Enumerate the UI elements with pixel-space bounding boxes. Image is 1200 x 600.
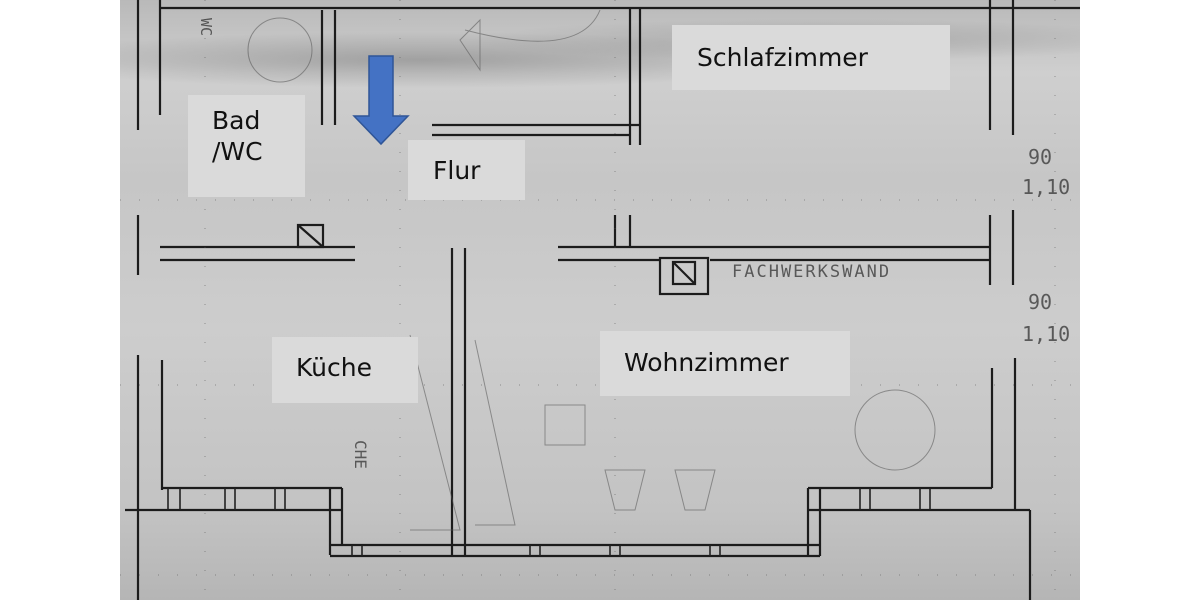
room-label-wohnzimmer-text: Wohnzimmer	[624, 348, 789, 377]
handwritten-dimension-lower: 90	[1028, 290, 1053, 314]
room-label-kueche-text: Küche	[296, 353, 372, 382]
handwritten-dimension-lower-2: 1,10	[1022, 322, 1071, 346]
handwritten-wall-note: FACHWERKSWAND	[732, 262, 892, 282]
handwritten-dimension-upper-2: 1,10	[1022, 175, 1071, 199]
handwritten-kueche-note: CHE	[351, 440, 370, 469]
room-label-schlafzimmer: Schlafzimmer	[672, 25, 950, 90]
room-label-flur: Flur	[408, 140, 525, 200]
handwritten-wc-note: WC	[197, 18, 215, 37]
arrow-down-icon	[352, 55, 410, 146]
room-label-kueche: Küche	[272, 337, 418, 403]
room-label-bad-wc-line1: Bad	[212, 106, 261, 135]
room-label-bad-wc: Bad /WC	[188, 95, 305, 197]
room-label-schlafzimmer-text: Schlafzimmer	[697, 43, 868, 72]
room-label-wohnzimmer: Wohnzimmer	[600, 331, 850, 396]
handwritten-dimension-upper: 90	[1028, 145, 1053, 169]
floor-plan-drawing	[120, 0, 1080, 600]
room-label-bad-wc-line2: /WC	[212, 137, 263, 167]
room-label-flur-text: Flur	[433, 156, 481, 185]
floor-plan-scan: FACHWERKSWAND 90 1,10 90 1,10 CHE WC	[120, 0, 1080, 600]
